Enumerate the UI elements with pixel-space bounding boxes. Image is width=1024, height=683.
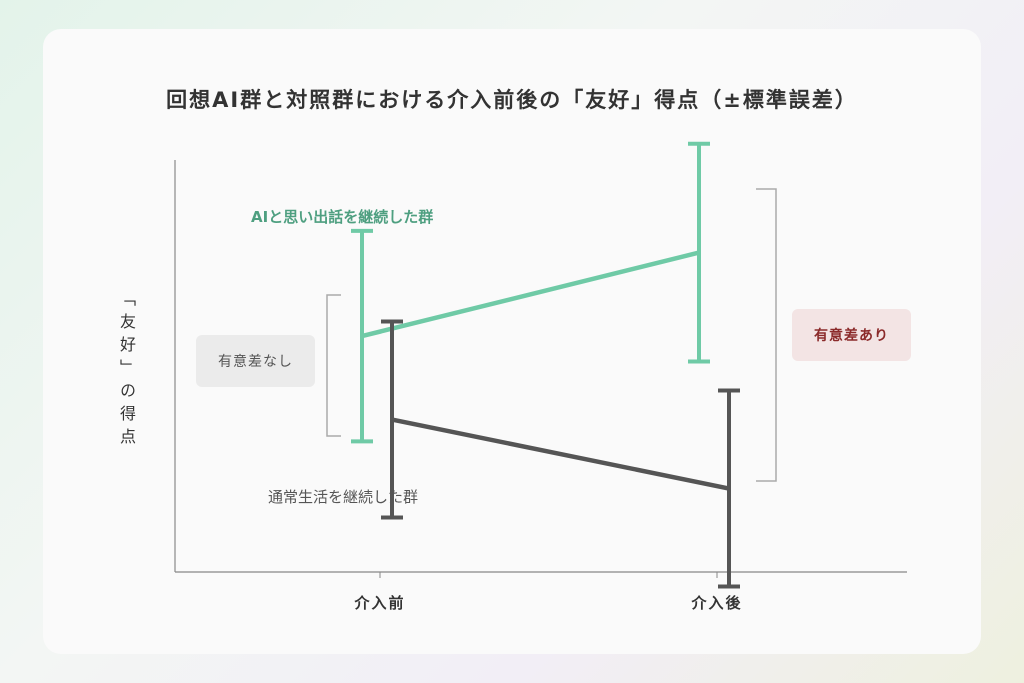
- series-label-control: 通常生活を継続した群: [268, 488, 419, 506]
- bracket-after: [756, 188, 777, 482]
- annotation-not-significant: 有意差なし: [196, 335, 315, 387]
- x-tick-label: 介入後: [690, 594, 742, 612]
- y-axis-label: 「友好」の得点: [117, 290, 136, 451]
- series-line: [391, 417, 730, 491]
- series-line: [361, 250, 700, 339]
- series-label-ai: AIと思い出話を継続した群: [251, 208, 434, 226]
- x-tick-label: 介入前: [353, 594, 405, 612]
- bracket-before: [326, 294, 341, 437]
- chart-title: 回想AI群と対照群における介入前後の「友好」得点（±標準誤差）: [166, 88, 858, 112]
- annotation-significant: 有意差あり: [792, 309, 911, 361]
